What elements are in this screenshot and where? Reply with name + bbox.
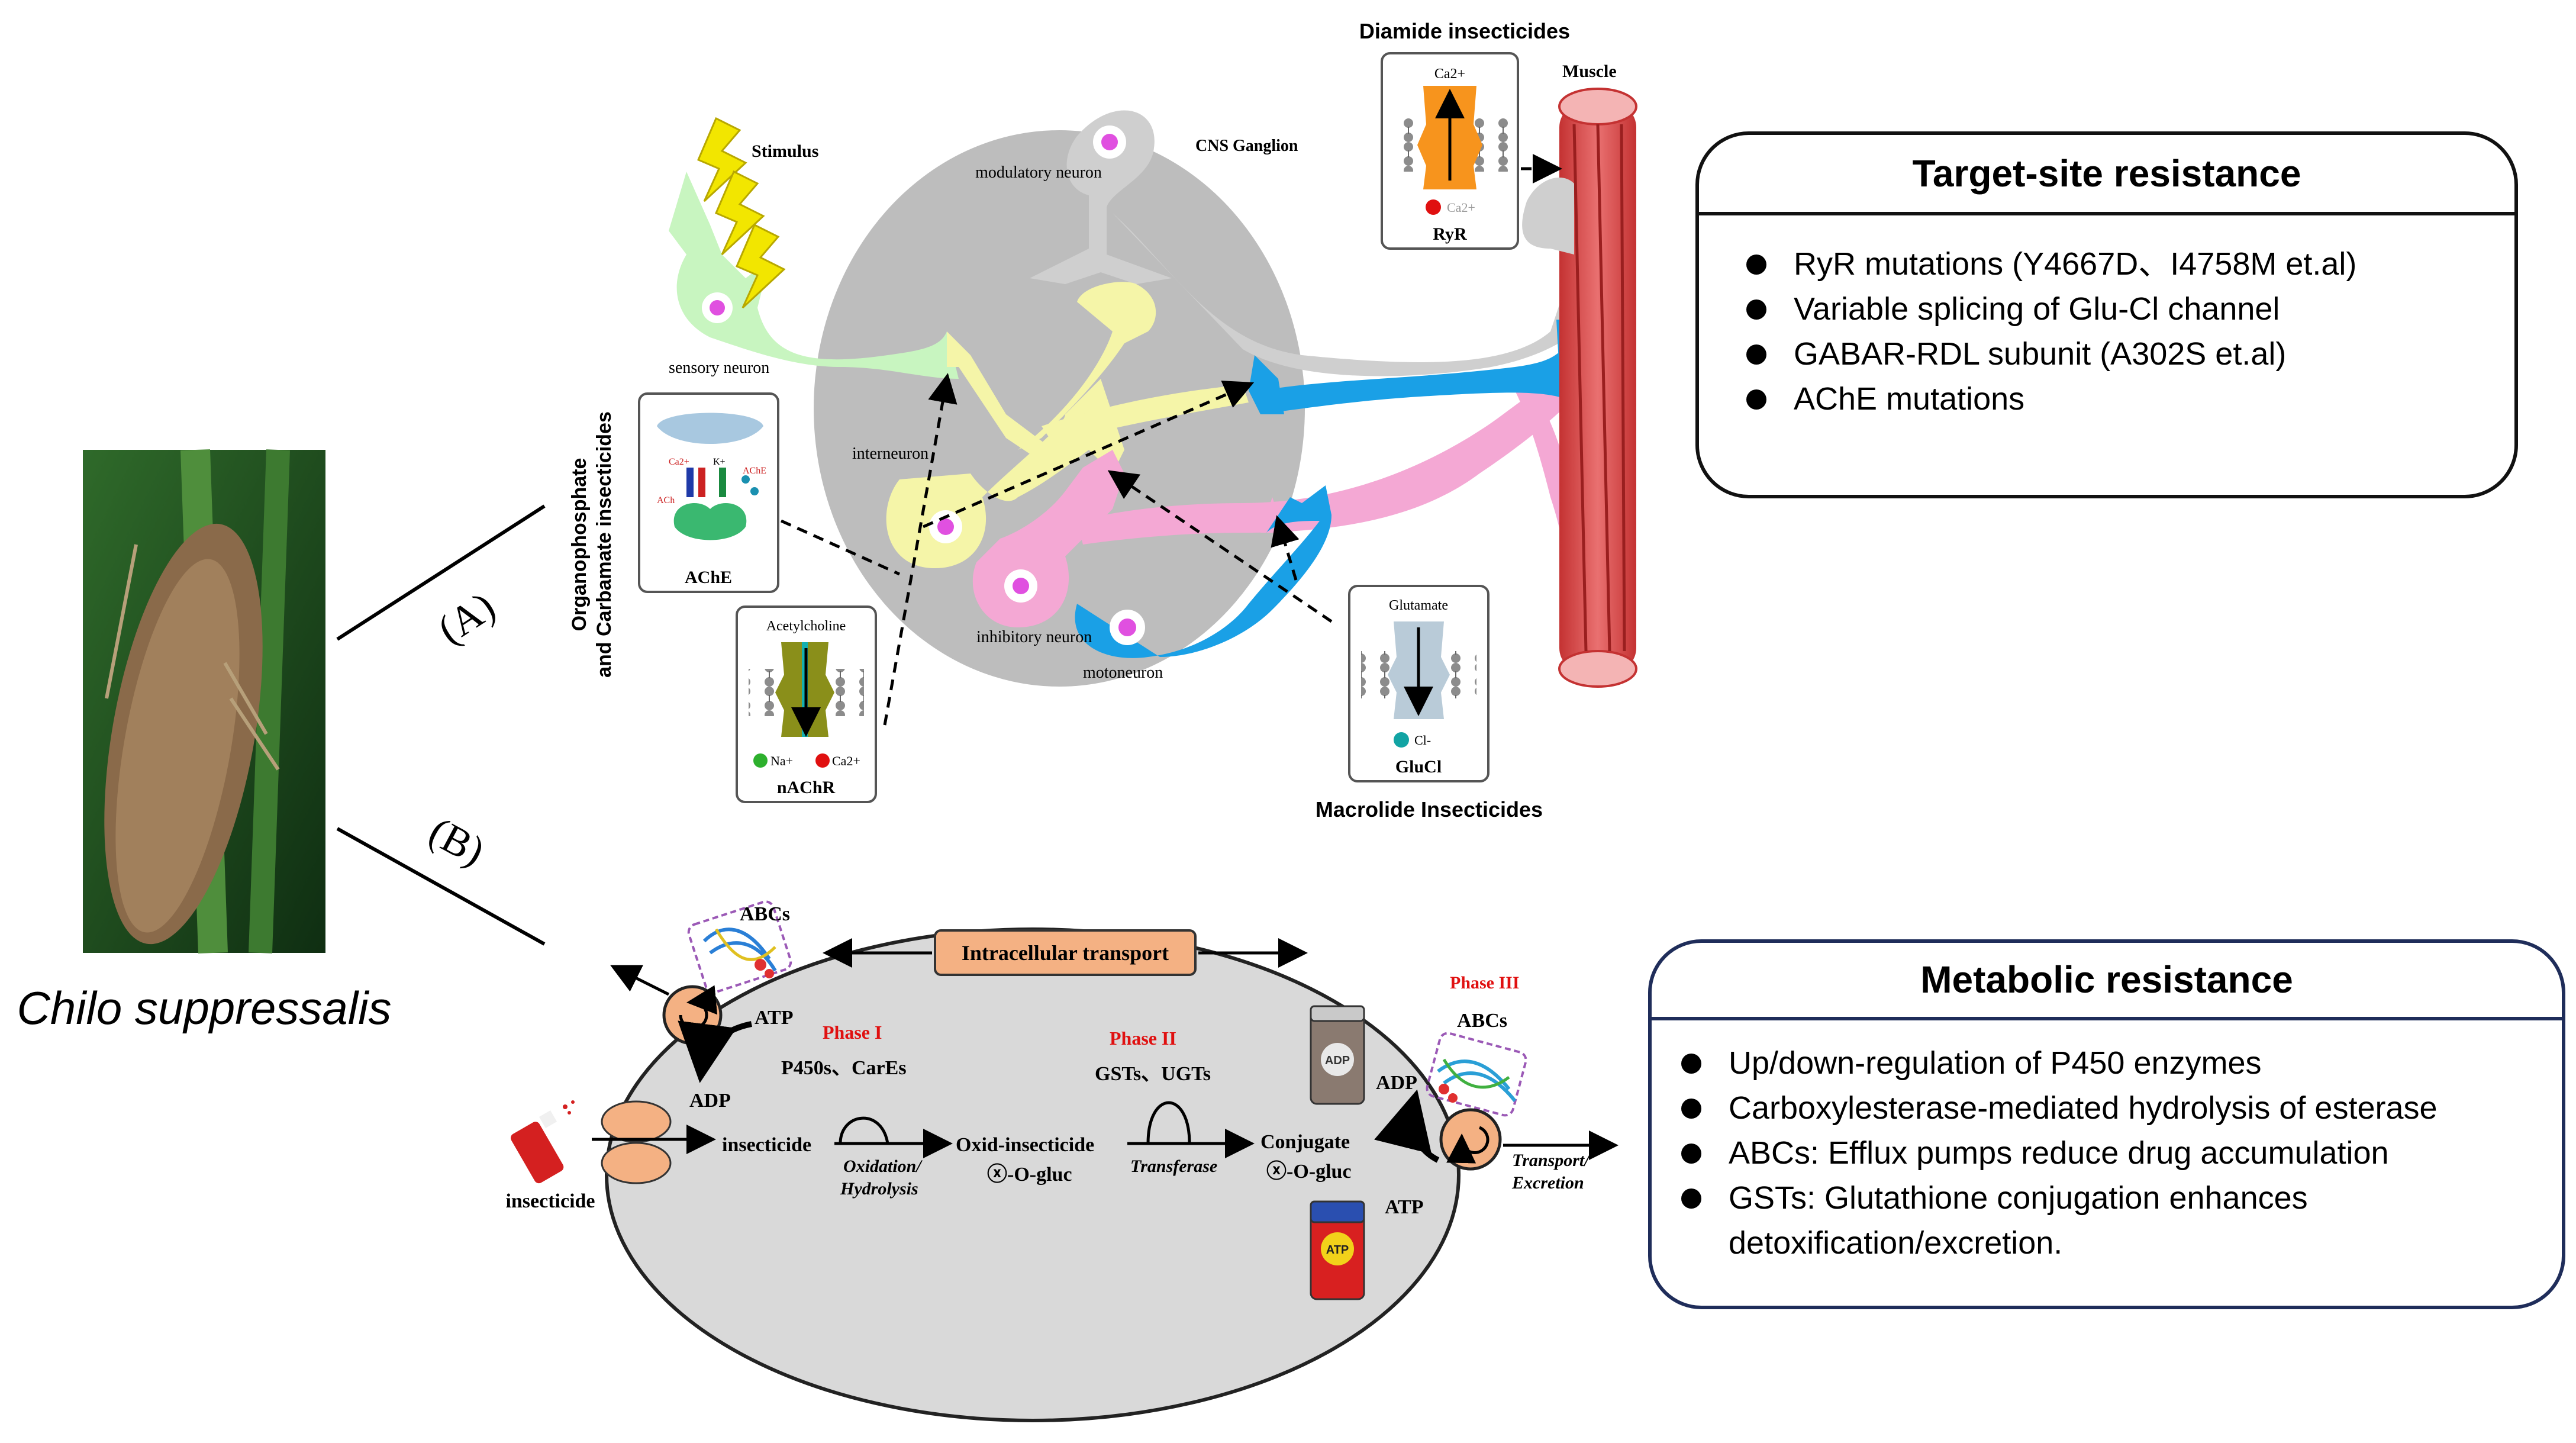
modulatory-neuron [1030, 110, 1610, 376]
label-phase1: Phase I [823, 1022, 882, 1043]
battery-adp-icon: ADP [1310, 1005, 1365, 1105]
spray-can-icon [511, 1100, 575, 1184]
nachr-title: nAChR [777, 778, 836, 797]
battery-atp-icon: ATP [1310, 1200, 1365, 1300]
branch-line-b [336, 827, 546, 946]
list-item: Carboxylesterase-mediated hydrolysis of … [1663, 1086, 2438, 1130]
label-o-gluc-2: ⓧ-O-gluc [1266, 1160, 1352, 1183]
target-site-box: Target-site resistance RyR mutations (Y4… [1695, 131, 2518, 498]
target-site-list: RyR mutations (Y4667D、I4758M et.al) Vari… [1729, 241, 2356, 421]
label-interneuron: interneuron [852, 445, 928, 463]
label-atp-left: ATP [755, 1007, 793, 1029]
intracellular-transport-label: Intracellular transport [962, 941, 1169, 965]
list-item: GABAR-RDL subunit (A302S et.al) [1729, 331, 2356, 376]
muscle-fiber [1522, 88, 1637, 688]
moth-photo [83, 449, 325, 954]
label-abcs-right: ABCs [1457, 1010, 1507, 1032]
list-item: ABCs: Efflux pumps reduce drug accumulat… [1663, 1130, 2438, 1175]
branch-label-b: (B) [421, 809, 492, 875]
ache-title: AChE [685, 568, 732, 587]
nachr-header: Acetylcholine [766, 619, 846, 634]
ryr-box: Ca2+ Ca2+ RyR [1381, 52, 1519, 250]
list-item: Variable splicing of Glu-Cl channel [1729, 286, 2356, 331]
list-item: GSTs: Glutathione conjugation enhances [1663, 1175, 2438, 1220]
label-insecticide-outside: insecticide [505, 1190, 595, 1212]
target-site-title: Target-site resistance [1912, 152, 2301, 195]
battery-adp-label: ADP [1325, 1054, 1350, 1067]
branch-label-a: (A) [430, 584, 503, 653]
metabolic-list: Up/down-regulation of P450 enzymes Carbo… [1663, 1041, 2438, 1220]
metabolic-item-continuation: detoxification/excretion. [1729, 1225, 2063, 1261]
ache-ach: ACh [657, 495, 675, 505]
label-adp-left: ADP [689, 1090, 731, 1112]
nachr-ion-ca: Ca2+ [832, 753, 860, 768]
label-oxid-insecticide: Oxid-insecticide [956, 1134, 1094, 1156]
metabolic-title: Metabolic resistance [1920, 958, 2293, 1001]
label-stimulus: Stimulus [752, 141, 818, 161]
abc-transporter-right [1374, 1032, 1619, 1171]
interneuron [886, 282, 1249, 568]
label-phase2: Phase II [1110, 1028, 1176, 1049]
abc-transporter-left [610, 900, 792, 1083]
intracellular-transport-box [934, 929, 1197, 976]
list-item: Up/down-regulation of P450 enzymes [1663, 1041, 2438, 1086]
label-oxidation-1: Oxidation/ [843, 1157, 923, 1176]
metabolic-divider [1652, 1017, 2562, 1020]
list-item: RyR mutations (Y4667D、I4758M et.al) [1729, 241, 2356, 286]
ache-small: AChE [743, 466, 766, 476]
label-phase2-enzymes: GSTs、UGTs [1095, 1063, 1211, 1085]
label-motoneuron: motoneuron [1083, 663, 1163, 682]
label-muscle: Muscle [1562, 62, 1617, 81]
label-oxidation-2: Hydrolysis [840, 1179, 918, 1199]
label-organophosphate-2: and Carbamate insecticides [593, 411, 615, 678]
membrane-channel [601, 1100, 672, 1184]
label-modulatory-neuron: modulatory neuron [975, 163, 1102, 182]
label-atp-right: ATP [1385, 1196, 1423, 1218]
label-insecticide-inside: insecticide [722, 1134, 811, 1156]
ryr-title: RyR [1433, 224, 1467, 244]
list-item: AChE mutations [1729, 376, 2356, 421]
battery-atp-label: ATP [1326, 1244, 1349, 1257]
branch-line-a [336, 504, 546, 641]
label-macrolide: Macrolide Insecticides [1316, 797, 1543, 822]
label-transport-1: Transport/ [1512, 1151, 1591, 1170]
nachr-ion-na: Na+ [770, 753, 793, 768]
label-phase1-enzymes: P450s、CarEs [781, 1057, 907, 1079]
label-abcs-left: ABCs [740, 903, 790, 925]
label-diamide: Diamide insecticides [1359, 19, 1570, 43]
glucl-box: Glutamate Cl- GluCl [1348, 585, 1489, 782]
label-adp-right: ADP [1376, 1072, 1417, 1094]
label-modulatory-neuron: modulatory neuron [975, 163, 1102, 182]
label-transport-2: Excretion [1511, 1173, 1584, 1193]
sensory-neuron [669, 172, 959, 379]
label-conjugate: Conjugate [1260, 1131, 1350, 1153]
metabolic-box: Metabolic resistance Up/down-regulation … [1648, 939, 2565, 1309]
ache-ion-k: K+ [713, 457, 726, 467]
ache-box: Ca2+ K+ ACh AChE AChE [638, 392, 779, 593]
glucl-header: Glutamate [1389, 598, 1448, 613]
species-name: Chilo suppressalis [17, 982, 392, 1034]
glucl-title: GluCl [1395, 757, 1442, 777]
label-cns-ganglion: CNS Ganglion [1195, 137, 1298, 155]
dashed-arrows [780, 154, 1562, 726]
label-sensory-neuron: sensory neuron [669, 359, 769, 377]
target-site-divider [1699, 212, 2514, 215]
stimulus-lightning-icon [697, 117, 786, 309]
label-phase3: Phase III [1450, 973, 1520, 993]
glucl-ion: Cl- [1414, 733, 1431, 748]
ryr-ion-top: Ca2+ [1434, 66, 1465, 82]
label-o-gluc-1: ⓧ-O-gluc [987, 1163, 1072, 1186]
label-transferase: Transferase [1130, 1157, 1217, 1176]
label-organophosphate-1: Organophosphate [568, 458, 591, 632]
ryr-ion-bottom: Ca2+ [1447, 200, 1475, 215]
ache-ion-ca: Ca2+ [669, 457, 689, 467]
label-inhibitory-neuron: inhibitory neuron [976, 628, 1092, 646]
nachr-box: Acetylcholine Na+ Ca2+ nAChR [736, 605, 877, 803]
